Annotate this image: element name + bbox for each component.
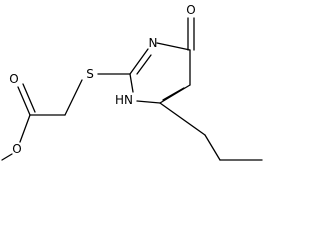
- ring-bond-c2-n3: [129, 48, 149, 75]
- bond-sulfur-ch2: [64, 79, 83, 116]
- atom-ring-nitrogen: N: [149, 36, 158, 50]
- bond-o-methyl: [1, 153, 13, 161]
- propyl-bond-2: [204, 134, 221, 161]
- ester-double-bond-b: [22, 83, 36, 113]
- ring-bond-n1-c2: [129, 73, 134, 93]
- ring-bond-c4-n3: [156, 42, 191, 51]
- ring-bond-c5-c6-inner: [162, 87, 185, 101]
- atom-ester-carbonyl-oxygen: O: [9, 72, 18, 86]
- propyl-bond-1: [159, 102, 206, 136]
- atom-ketone-oxygen: O: [186, 3, 195, 17]
- ring-bond-c5-c6: [159, 84, 191, 104]
- ester-double-bond-a: [17, 86, 31, 116]
- ring-bond-c2-n3-inner: [136, 54, 152, 75]
- ester-single-bond: [19, 114, 31, 143]
- atom-sulfur: S: [86, 67, 94, 81]
- atom-ester-ether-oxygen: O: [12, 142, 21, 156]
- chemical-structure-diagram: O N S HN O O: [1, 3, 263, 161]
- ring-bond-c6-n1: [136, 100, 161, 104]
- atom-ring-nh: HN: [115, 93, 133, 107]
